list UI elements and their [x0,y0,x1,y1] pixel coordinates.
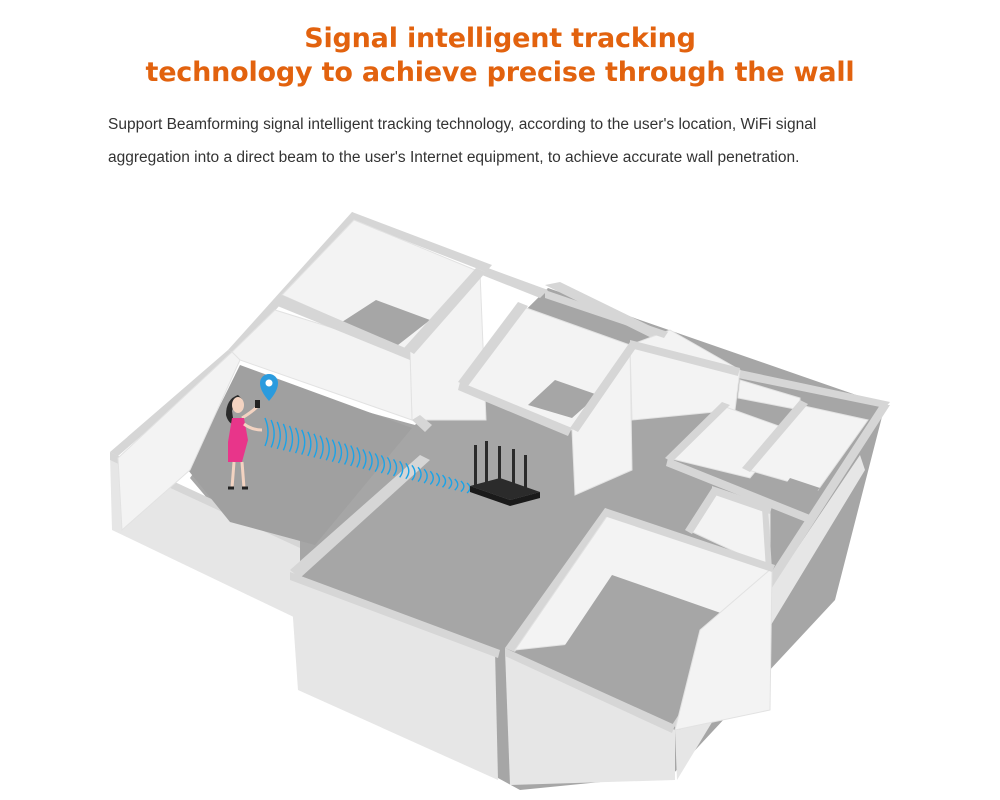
signal-arc [325,437,330,461]
signal-arc [454,478,459,491]
description-line-1: Support Beamforming signal intelligent t… [108,116,817,133]
signal-arc [313,433,318,458]
floorplan-illustration [0,190,1000,800]
signal-arc [343,443,349,465]
headline: Signal intelligent tracking technology t… [0,22,1000,90]
signal-arc [441,474,447,488]
signal-arc [405,462,410,480]
signal-arc [264,417,269,447]
signal-arc [319,435,324,460]
signal-arc [386,456,392,475]
signal-beam [264,417,471,494]
signal-arc [429,470,434,485]
room-left-lower [117,309,413,545]
floorplan-svg [110,212,890,790]
signal-arc [448,476,453,490]
signal-arc [350,445,355,467]
signal-arc [392,458,398,477]
signal-arc [435,472,441,487]
signal-arc [288,425,294,452]
interior-wall-tops [275,268,810,572]
signal-arc [368,451,373,471]
headline-line-1: Signal intelligent tracking [304,23,696,54]
headline-line-2: technology to achieve precise through th… [145,57,855,88]
signal-arc [380,455,386,474]
description: Support Beamforming signal intelligent t… [108,108,908,174]
signal-arc [417,466,422,483]
signal-arc [282,423,288,451]
signal-arc [362,449,367,470]
signal-arc [423,468,428,484]
signal-arc [337,441,343,464]
signal-arc [399,460,404,478]
signal-arc [301,429,306,455]
signal-arc [460,480,465,493]
description-line-2: aggregation into a direct beam to the us… [108,149,800,166]
person-figure [226,395,263,490]
signal-arc [374,453,379,473]
signal-arc [331,439,337,463]
signal-arc [307,431,312,457]
wifi-router-icon [470,441,540,506]
signal-arc [411,464,416,481]
signal-arc [356,447,361,468]
location-pin-icon [260,374,278,401]
signal-arc [276,421,281,450]
signal-arc [294,427,300,454]
signal-arc [270,419,275,448]
